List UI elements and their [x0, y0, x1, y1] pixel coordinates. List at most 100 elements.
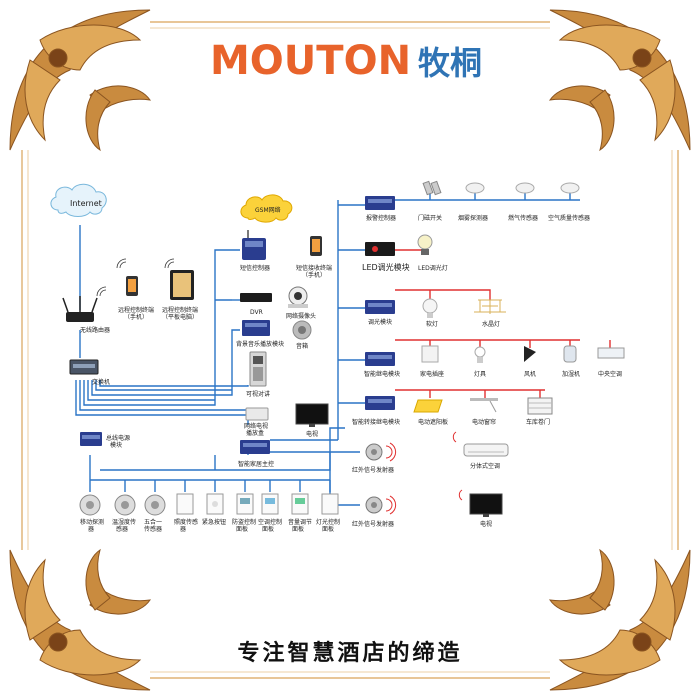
wireless-router: 无线路由器	[62, 296, 110, 334]
svg-text:灯光控制面板: 灯光控制面板	[316, 518, 340, 533]
gsm-label: GSM网络	[255, 206, 281, 214]
smart-home-host: 智能家居主控	[238, 440, 274, 468]
appliance-socket: 家电插座	[420, 345, 444, 378]
svg-text:五合一传感器: 五合一传感器	[144, 518, 162, 533]
electric-curtain: 电动窗帘	[470, 398, 498, 426]
tv2-label: 电视	[480, 520, 492, 528]
bgm-module-label: 背景音乐播放模块	[236, 340, 284, 348]
humidifier: 加湿机	[562, 345, 580, 378]
ac-control-panel: 空调控制面板	[258, 493, 282, 533]
gas-sensor: 燃气传感器	[508, 182, 538, 222]
net-tv-box-label: 网络电视播放盒	[244, 422, 268, 437]
light-control-panel: 灯光控制面板	[316, 493, 340, 533]
lux-sensor-panel: 照度传感器	[174, 493, 198, 533]
sms-controller: 短信控制器	[240, 230, 270, 272]
fan-label: 风机	[524, 370, 536, 378]
net-tv-box: 网络电视播放盒	[244, 407, 269, 437]
switch-label: 交换机	[92, 378, 110, 386]
router-label: 无线路由器	[80, 326, 110, 334]
network-switch: 交换机	[69, 359, 110, 386]
corner-ornament-top-right	[549, 9, 691, 151]
wires-red	[395, 248, 611, 398]
alarm-controller-label: 报警控制器	[366, 214, 396, 222]
alarm-controller: 报警控制器	[365, 196, 396, 222]
dim-module-label: 调光模块	[368, 318, 392, 326]
led-lamp-label: LED调光灯	[418, 264, 448, 272]
led-dim-lamp: LED调光灯	[417, 234, 448, 272]
svg-text:空调控制面板: 空调控制面板	[258, 518, 282, 533]
wires-blue	[75, 193, 580, 506]
remote-tablet-label: 远程控制终端（平板电脑）	[162, 306, 198, 321]
emergency-button: 紧急按钮	[202, 493, 226, 526]
dim-module: 调光模块	[365, 300, 395, 326]
relay-module: 智能继电模块	[364, 352, 400, 378]
split-ac: 分体式空调	[463, 443, 509, 470]
ir-emitter-2: 红外信号发射器	[352, 495, 397, 528]
garage-label: 车库卷门	[526, 418, 550, 426]
speaker: 音箱	[292, 320, 312, 350]
remote-tablet: 远程控制终端（平板电脑）	[162, 270, 198, 321]
central-ac: 中央空调	[597, 347, 625, 378]
internet-label: Internet	[70, 199, 102, 208]
temp-humidity-sensor: 温湿度传感器	[112, 494, 136, 533]
remote-phone: 远程控制终端（手机）	[118, 276, 154, 321]
camera-label: 网络摄像头	[286, 312, 316, 320]
soft-lamp-label: 软灯	[426, 320, 438, 328]
ir-emitter-1: 红外信号发射器	[352, 442, 397, 474]
corner-ornament-bottom-right	[549, 549, 691, 691]
transfer-relay-module: 智能转接继电模块	[352, 396, 400, 426]
split-ac-label: 分体式空调	[470, 462, 500, 470]
crystal-label: 水晶灯	[482, 320, 500, 328]
dvr-label: DVR	[250, 309, 263, 316]
smoke-label: 烟雾探测器	[458, 214, 488, 222]
air-label: 空气质量传感器	[548, 214, 590, 222]
wifi-icon	[96, 258, 175, 297]
soft-lamp: 软灯	[422, 298, 438, 328]
dvr: DVR	[240, 293, 272, 316]
motion-sensor: 移动探测器	[79, 494, 104, 533]
ir-signal-icon	[452, 431, 463, 501]
e-curtain-label: 电动窗帘	[472, 418, 496, 426]
sms-receiver-phone: 短信接收终端（手机）	[296, 236, 332, 279]
svg-text:照度传感器: 照度传感器	[174, 518, 198, 533]
intercom-label: 可视对讲	[246, 390, 270, 398]
relay-module-label: 智能继电模块	[364, 370, 400, 378]
svg-text:紧急按钮: 紧急按钮	[202, 518, 226, 526]
crystal-lamp: 水晶灯	[474, 299, 506, 328]
air-quality-sensor: 空气质量传感器	[548, 182, 590, 222]
corner-ornament-top-left	[9, 9, 152, 152]
decorative-frame	[21, 21, 679, 679]
ir1-label: 红外信号发射器	[352, 466, 394, 474]
curtain-module-label: 智能转接继电模块	[352, 418, 400, 426]
svg-text:移动探测器: 移动探测器	[80, 518, 104, 533]
remote-phone-label: 远程控制终端（手机）	[118, 306, 154, 321]
central-ac-label: 中央空调	[598, 370, 622, 378]
brand-name-en: MOUTON	[210, 38, 411, 84]
sms-receiver-label: 短信接收终端（手机）	[296, 264, 332, 279]
svg-text:温湿度传感器: 温湿度传感器	[112, 518, 136, 533]
e-screen-label: 电动遮阳板	[418, 418, 448, 426]
tv1-label: 电视	[306, 430, 318, 438]
host-label: 智能家居主控	[238, 460, 274, 468]
svg-text:防盗控制面板: 防盗控制面板	[232, 518, 256, 533]
bgm-module: 背景音乐播放模块	[236, 320, 284, 348]
humidifier-label: 加湿机	[562, 370, 580, 378]
gsm-cloud: GSM网络	[240, 194, 293, 223]
slogan: 专注智慧酒店的缔造	[237, 640, 462, 666]
garage-door: 车库卷门	[526, 397, 553, 426]
gas-label: 燃气传感器	[508, 214, 538, 222]
internet-cloud: Internet	[50, 183, 107, 217]
svg-text:音量调节面板: 音量调节面板	[288, 518, 312, 533]
bus-power-label: 总线电源模块	[106, 434, 130, 449]
led-dim-module: LED调光模块	[362, 242, 410, 272]
led-module-label: LED调光模块	[362, 262, 410, 272]
fan: 风机	[524, 346, 536, 378]
video-intercom: 可视对讲	[246, 351, 270, 398]
door-switch: 门磁开关	[418, 180, 442, 222]
tv-2: 电视	[469, 493, 503, 528]
speaker-label: 音箱	[296, 342, 308, 350]
ir2-label: 红外信号发射器	[352, 520, 394, 528]
electric-sunshade: 电动遮阳板	[413, 399, 448, 426]
bus-power-module: 总线电源模块	[80, 432, 130, 449]
